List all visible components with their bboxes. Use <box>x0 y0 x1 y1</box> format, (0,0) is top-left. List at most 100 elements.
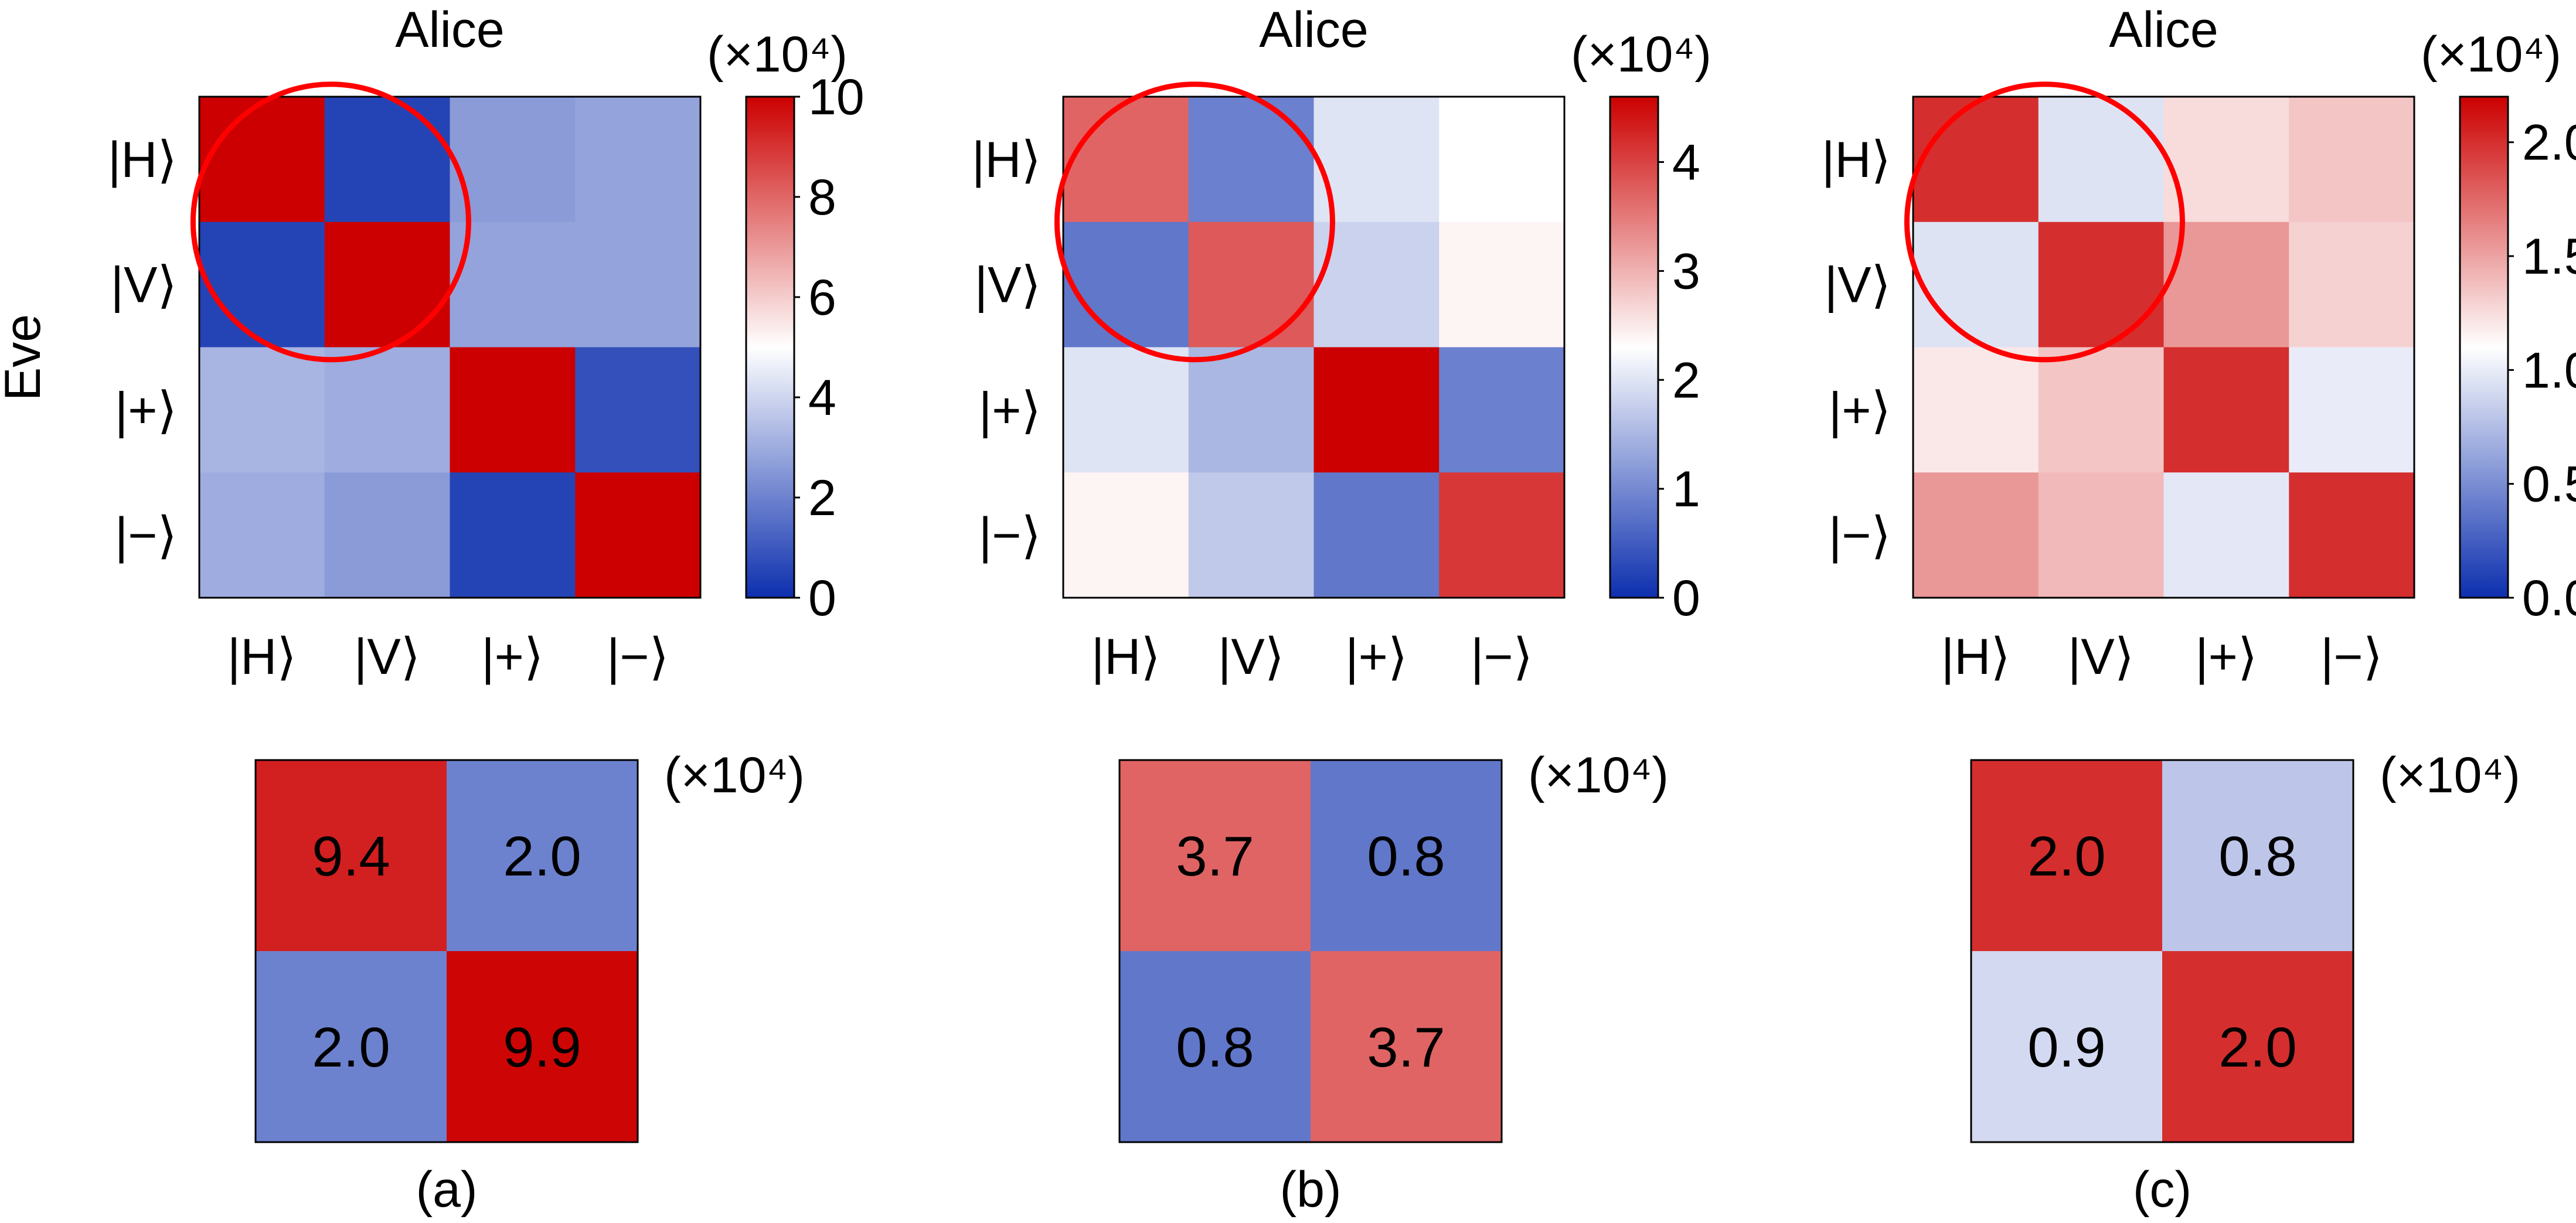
summary-cell-label: 0.8 <box>1367 825 1445 888</box>
heatmap-cell <box>2289 347 2415 473</box>
colorbar-tick-label: 0 <box>808 570 836 626</box>
heatmap-cell <box>1439 472 1565 598</box>
colorbar-tick-label: 2 <box>808 470 836 526</box>
y-tick-label: |+⟩ <box>979 382 1041 438</box>
summary-cell-label: 3.7 <box>1367 1016 1445 1079</box>
summary-cell <box>1971 951 2163 1143</box>
colorbar-tick-label: 4 <box>1672 135 1700 191</box>
x-tick-label: |H⟩ <box>227 629 297 685</box>
summary-cell-label: 0.8 <box>1176 1016 1254 1079</box>
panels-group: Alice|H⟩|V⟩|+⟩|−⟩|H⟩|V⟩|+⟩|−⟩0246810(×10… <box>108 2 2576 1218</box>
heatmap-cell <box>1188 222 1315 348</box>
summary-cell <box>447 951 638 1143</box>
summary-multiplier: (×10⁴) <box>664 747 805 803</box>
heatmap-cell <box>1313 472 1440 598</box>
heatmap-title: Alice <box>2109 2 2218 58</box>
summary-cell <box>1119 951 1311 1143</box>
y-tick-label: |−⟩ <box>1829 507 1891 564</box>
colorbar-multiplier: (×10⁴) <box>707 26 848 83</box>
y-tick-label: |−⟩ <box>979 507 1041 564</box>
summary-cell-label: 2.0 <box>312 1016 390 1079</box>
y-tick-label: |V⟩ <box>1825 257 1891 314</box>
summary-cell <box>1971 760 2163 952</box>
heatmap-cell <box>575 97 701 223</box>
y-tick-label: |H⟩ <box>108 132 177 188</box>
colorbar-tick-label: 2 <box>1672 352 1700 408</box>
heatmap-cell <box>1063 97 1189 223</box>
x-tick-label: |+⟩ <box>2195 629 2257 685</box>
heatmap-cell <box>2163 347 2289 473</box>
heatmap-title: Alice <box>1259 2 1368 58</box>
heatmap-cell <box>1313 97 1440 223</box>
y-tick-label: |V⟩ <box>111 257 177 314</box>
heatmap-cell <box>2163 222 2289 348</box>
colorbar <box>1609 96 1659 599</box>
summary-cell <box>256 951 447 1143</box>
summary-frame <box>1118 759 1503 1143</box>
summary-multiplier: (×10⁴) <box>1528 747 1669 803</box>
heatmap-frame <box>198 96 702 599</box>
colorbar-tick-label: 1.0 <box>2522 342 2576 398</box>
heatmap-cell <box>1188 347 1315 473</box>
heatmap-cell <box>2163 472 2289 598</box>
heatmap-cell <box>575 222 701 348</box>
highlight-circle <box>1054 81 1335 363</box>
heatmap-cell <box>450 472 576 598</box>
summary-cell <box>447 760 638 952</box>
x-tick-label: |V⟩ <box>354 629 420 685</box>
colorbar <box>745 96 795 599</box>
heatmap-cell <box>1063 222 1189 348</box>
colorbar-tick-label: 0.0 <box>2522 570 2576 626</box>
colorbar-tick-label: 8 <box>808 169 836 226</box>
summary-cell <box>2162 951 2354 1143</box>
heatmap-cell <box>324 347 451 473</box>
heatmap-cell <box>575 347 701 473</box>
colorbar-tick-label: 10 <box>808 69 865 125</box>
x-tick-label: |H⟩ <box>1941 629 2010 685</box>
summary-frame <box>254 759 639 1143</box>
heatmap-cell <box>450 97 576 223</box>
y-tick-label: |H⟩ <box>1822 132 1891 188</box>
heatmap-cell <box>2289 222 2415 348</box>
heatmap-cell <box>2038 347 2165 473</box>
x-tick-label: |−⟩ <box>607 629 669 685</box>
y-tick-label: |H⟩ <box>972 132 1041 188</box>
heatmap-cell <box>1313 222 1440 348</box>
panel-letter: (a) <box>416 1161 477 1218</box>
summary-cell-label: 9.4 <box>312 825 390 888</box>
heatmap-cell <box>1063 347 1189 473</box>
colorbar-tick-label: 1 <box>1672 461 1700 517</box>
x-tick-label: |−⟩ <box>1471 629 1533 685</box>
heatmap-cell <box>199 472 325 598</box>
heatmap-cell <box>1439 222 1565 348</box>
summary-cell-label: 9.9 <box>503 1016 581 1079</box>
heatmap-cell <box>1439 97 1565 223</box>
colorbar <box>2459 96 2509 599</box>
summary-cell <box>1119 760 1311 952</box>
summary-cell-label: 2.0 <box>2027 825 2105 888</box>
heatmap-cell <box>324 472 451 598</box>
heatmap-frame <box>1062 96 1566 599</box>
heatmap-cell <box>199 347 325 473</box>
summary-cell-label: 0.9 <box>2027 1016 2105 1079</box>
heatmap-cell <box>1313 347 1440 473</box>
x-tick-label: |−⟩ <box>2320 629 2383 685</box>
heatmap-cell <box>1439 347 1565 473</box>
x-tick-label: |V⟩ <box>2068 629 2134 685</box>
heatmap-cell <box>324 222 451 348</box>
heatmap-cell <box>1913 472 2039 598</box>
colorbar-multiplier: (×10⁴) <box>2421 26 2561 83</box>
colorbar-tick-label: 0.5 <box>2522 457 2576 513</box>
heatmap-cell <box>450 347 576 473</box>
y-tick-label: |+⟩ <box>1829 382 1891 438</box>
colorbar-tick-label: 0 <box>1672 570 1700 626</box>
heatmap-cell <box>2289 97 2415 223</box>
summary-cell <box>256 760 447 952</box>
summary-frame <box>1970 759 2354 1143</box>
highlight-circle <box>190 81 471 363</box>
heatmap-cell <box>1913 97 2039 223</box>
